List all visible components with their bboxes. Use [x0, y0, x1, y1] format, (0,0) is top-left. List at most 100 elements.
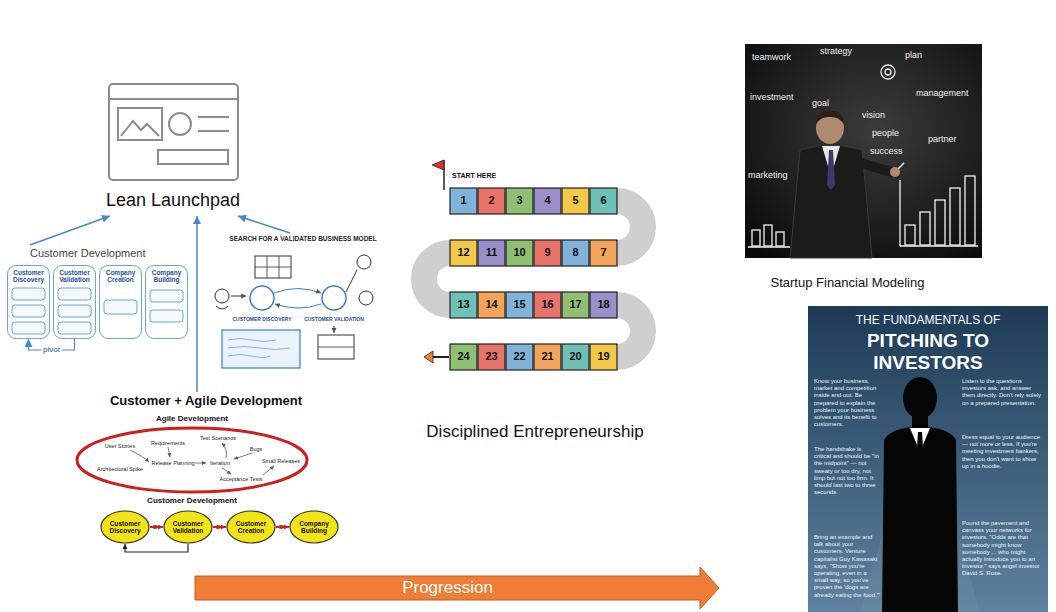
board-turn [424, 253, 450, 305]
connector [238, 216, 290, 233]
callout-number: 5 [572, 194, 578, 207]
board-tile [450, 292, 477, 318]
callout-number: 18 [597, 298, 609, 311]
board-tile [534, 240, 561, 266]
sketch-loop [322, 286, 346, 310]
chart-bar [764, 225, 772, 246]
icon-mountain [121, 121, 159, 136]
callout-number: 16 [541, 298, 553, 311]
icon-line [198, 130, 229, 132]
callout-number: 13 [457, 298, 469, 311]
connector [196, 216, 198, 392]
connector-dot [279, 525, 284, 529]
flow-arrow [222, 443, 227, 458]
silhouette-neck [912, 414, 928, 428]
flow-step: Test Scenarios [200, 435, 236, 441]
flow-step: Bugs [250, 446, 263, 452]
connector [30, 216, 110, 245]
board-tile [506, 344, 533, 370]
flow-step: Small Releases [262, 458, 300, 464]
scribble [228, 347, 290, 350]
node-text: Customer Discovery [105, 520, 145, 535]
stage-boxes [12, 288, 183, 334]
callout-number: 10 [513, 246, 525, 259]
end-arrow [432, 356, 449, 358]
silhouette-tie [915, 432, 925, 490]
board-panel: Disciplined Entrepreneurship [405, 160, 665, 450]
flow-step: Release Planning [151, 460, 194, 466]
chart-bar [965, 176, 975, 245]
node-text: Customer + Agile Development [70, 394, 342, 409]
scribble [228, 355, 270, 358]
sketch-box [222, 330, 300, 368]
inner-box [150, 290, 183, 302]
photo-ground [745, 44, 982, 258]
board-tile [590, 344, 617, 370]
callout-number: 2 [488, 194, 494, 207]
sketch-panel: SEARCH FOR A VALIDATED BUSINESS MODEL [205, 233, 383, 373]
callout-number: 22 [513, 350, 525, 363]
chart-bar [905, 225, 915, 245]
node-text: THE FUNDAMENTALS OF [816, 314, 1040, 328]
node-text: Progression [195, 577, 700, 599]
stage-oval: Company Building [289, 510, 339, 544]
silhouette-body [882, 426, 958, 612]
sketch-face [357, 255, 371, 269]
board-tile [478, 240, 505, 266]
callout-number: 20 [569, 350, 581, 363]
chalk-word: investment [750, 92, 794, 102]
stage-column: Company Creation [99, 265, 142, 339]
callout-number: 21 [541, 350, 553, 363]
node-text: PITCHING TO INVESTORS [816, 330, 1040, 374]
node-text: Dress equal to your audience — not more … [962, 434, 1042, 470]
icon-image [118, 108, 162, 140]
board-tile [534, 188, 561, 214]
board-turn [617, 305, 643, 357]
poster-panel: THE FUNDAMENTALS OF PITCHING TO INVESTORS… [808, 306, 1048, 612]
stage-oval-shape [164, 511, 212, 543]
stage-oval: Customer Discovery [100, 510, 150, 544]
node-text: Bring an example and talk about your cus… [814, 534, 880, 599]
node-text: Customer Development [30, 247, 185, 260]
sketch-body [216, 306, 228, 309]
node-text: Startup Financial Modeling [745, 276, 950, 291]
callout-number: 1 [460, 194, 466, 207]
board-tile [562, 188, 589, 214]
inner-box [150, 310, 183, 322]
silhouette-head [903, 377, 937, 419]
end-arrow-head [424, 351, 433, 363]
chalk-word: people [872, 128, 899, 138]
node-text: Listen to the questions investors ask, a… [962, 378, 1042, 407]
board-tile [478, 344, 505, 370]
inner-box [12, 288, 45, 300]
callout-number: 24 [457, 350, 469, 363]
callout-number: 3 [516, 194, 522, 207]
flow-arrow [168, 447, 170, 457]
node-text: Know your business, market and competiti… [814, 378, 880, 428]
flow-arrow [222, 468, 231, 474]
node-text: Disciplined Entrepreneurship [405, 422, 665, 442]
sketch-caption: CUSTOMER VALIDATION [304, 317, 364, 323]
board-game [424, 160, 643, 370]
node-text: Company Building [146, 266, 187, 284]
man-pen [898, 163, 904, 169]
flow-step: Acceptance Tests [219, 476, 262, 482]
icon-circle [169, 113, 191, 135]
callout-number: 11 [486, 246, 498, 259]
poster [808, 306, 1048, 612]
progression-arrow: Progression [195, 566, 720, 610]
stage-column: Company Building [145, 265, 188, 339]
section-heading: Customer Development [147, 496, 237, 505]
board-tile [450, 344, 477, 370]
sketch-arrow [274, 289, 321, 294]
board-tile [506, 240, 533, 266]
icon-bar [109, 98, 238, 100]
callout-number: 8 [572, 246, 578, 259]
node-text: Agile Development [74, 414, 310, 423]
start-flag [432, 160, 444, 170]
sketch-caption: CUSTOMER DISCOVERY [232, 317, 291, 323]
